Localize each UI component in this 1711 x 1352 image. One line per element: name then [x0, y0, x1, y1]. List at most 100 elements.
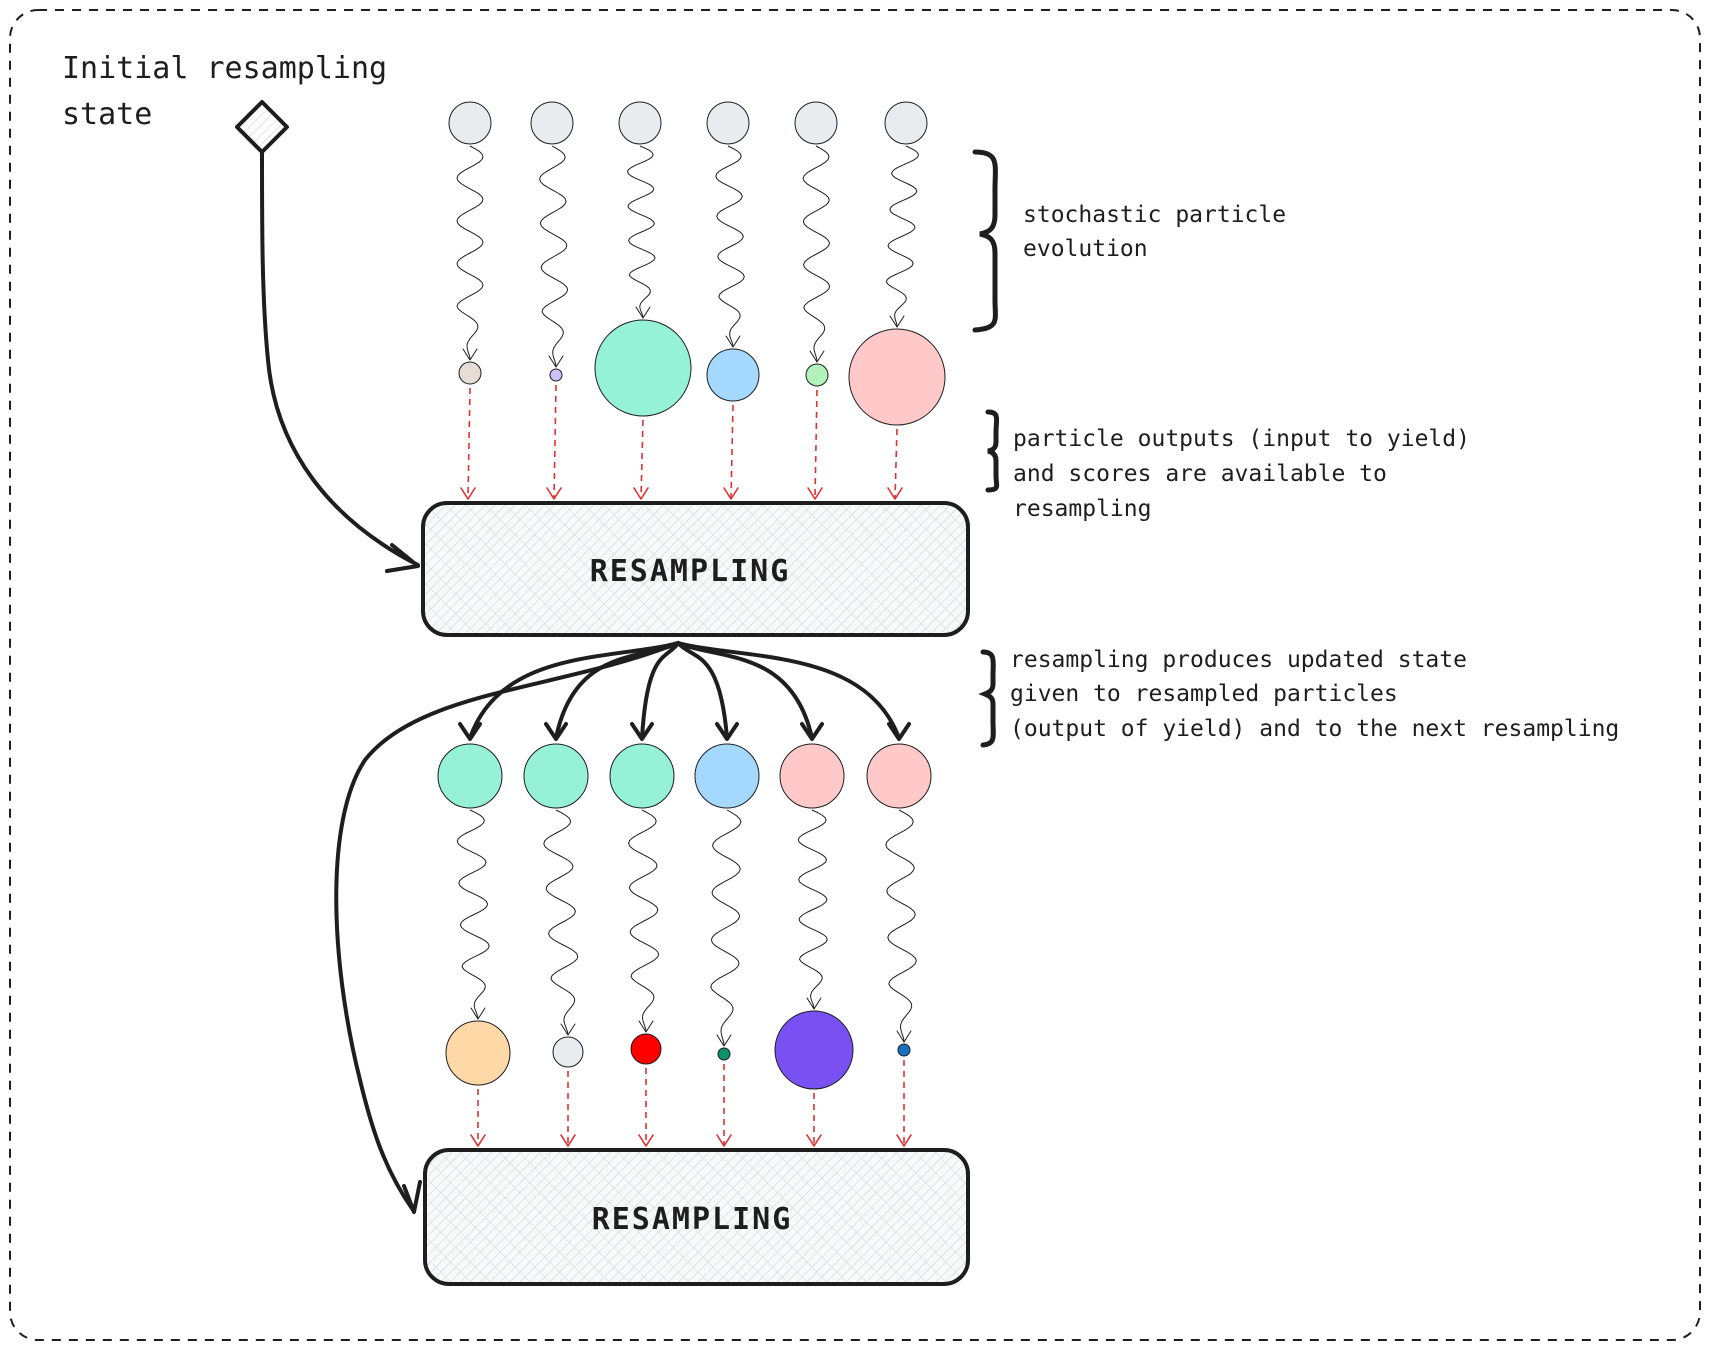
next-resampling-arrow	[334, 641, 680, 1214]
resampling-box-1: RESAMPLING	[421, 501, 970, 637]
annotation-produces: resampling produces updated state given …	[1010, 647, 1619, 742]
evolution-squiggle	[543, 809, 579, 1036]
evolution-arrowhead	[809, 350, 825, 363]
initial-particle	[448, 101, 492, 145]
evolution-squiggle	[456, 145, 484, 361]
score-arrowhead	[460, 487, 476, 500]
resampled-particle	[523, 743, 589, 809]
evolution-arrowhead	[896, 1030, 912, 1043]
resampling-box-2: RESAMPLING	[423, 1148, 970, 1286]
annotation-outputs: particle outputs (input to yield) and sc…	[1013, 426, 1484, 522]
brace-evolution	[972, 149, 998, 333]
evolution-arrowhead	[806, 997, 822, 1010]
stage1-output-particles	[458, 319, 946, 426]
score-arrowhead	[560, 1134, 576, 1147]
initial-particle	[530, 101, 574, 145]
resampled-particle	[437, 743, 503, 809]
stage2-evolution-arrows	[456, 809, 917, 1047]
evolution-squiggle	[710, 809, 742, 1047]
brace-outputs	[985, 409, 1000, 493]
output-particle	[552, 1036, 584, 1068]
score-arrowhead	[896, 1134, 912, 1147]
evolution-squiggle	[456, 809, 490, 1020]
resampled-particle	[694, 743, 760, 809]
initial-particle	[884, 101, 928, 145]
output-particle	[805, 363, 829, 387]
annotation-evolution: stochastic particle evolution	[1023, 202, 1300, 262]
score-arrowhead	[807, 487, 823, 500]
resampled-particle	[609, 743, 675, 809]
score-arrow	[730, 404, 734, 499]
output-particle	[458, 361, 482, 385]
evolution-squiggle	[626, 145, 656, 319]
evolution-arrowhead	[470, 1007, 486, 1020]
stage1-score-arrows	[460, 384, 903, 500]
evolution-squiggle	[885, 809, 917, 1043]
score-arrow	[640, 419, 644, 499]
score-arrowhead	[887, 487, 903, 500]
initial-state-diamond	[235, 100, 289, 154]
evolution-arrowhead	[889, 315, 905, 328]
initial-state-label: Initial resampling state	[62, 51, 405, 132]
evolution-arrowhead	[725, 335, 741, 348]
fanout-arrowhead	[458, 722, 482, 741]
fanout-arrowhead	[887, 722, 911, 741]
output-particle	[848, 328, 946, 426]
stage2-resampled-particles	[437, 743, 932, 809]
brace-produces	[978, 649, 996, 748]
output-particle	[706, 348, 760, 402]
outer-frame	[9, 9, 1701, 1341]
fanout-arrow	[676, 641, 901, 740]
resampling-box-1-title: RESAMPLING	[590, 554, 791, 589]
resampling-box-2-title: RESAMPLING	[592, 1202, 793, 1237]
fanout-arrowhead	[544, 722, 568, 741]
evolution-arrowhead	[548, 355, 564, 368]
score-arrowhead	[638, 1134, 654, 1147]
score-arrowhead	[546, 487, 562, 500]
evolution-arrowhead	[462, 348, 478, 361]
score-arrow	[814, 389, 818, 499]
output-particle	[445, 1020, 511, 1086]
score-arrowhead	[470, 1134, 486, 1147]
score-arrowhead	[806, 1134, 822, 1147]
fanout-arrowhead	[715, 722, 739, 741]
stage2-score-arrows	[470, 1060, 912, 1147]
output-particle	[897, 1043, 911, 1057]
initial-particle	[794, 101, 838, 145]
evolution-arrowhead	[635, 306, 651, 319]
stage1-evolution-arrows	[456, 145, 920, 368]
fanout-arrow	[640, 641, 680, 740]
fanout-arrow	[468, 641, 680, 740]
output-particle	[594, 319, 692, 417]
evolution-squiggle	[539, 145, 569, 368]
output-particle	[717, 1047, 731, 1061]
evolution-arrowhead	[716, 1034, 732, 1047]
fanout-arrowhead	[630, 722, 654, 741]
evolution-arrowhead	[638, 1020, 654, 1033]
initial-state-arrow	[260, 150, 420, 573]
evolution-squiggle	[715, 145, 745, 348]
fanout-arrowhead	[800, 722, 824, 741]
score-arrow	[467, 387, 471, 499]
fanout-arrow	[554, 641, 680, 740]
resampled-particle	[866, 743, 932, 809]
output-particle	[630, 1033, 662, 1065]
evolution-squiggle	[628, 809, 660, 1033]
score-arrow	[894, 428, 898, 499]
score-arrowhead	[723, 487, 739, 500]
output-particle	[774, 1010, 854, 1090]
score-arrow	[553, 384, 557, 499]
resampling-fanout-arrows	[458, 641, 911, 741]
evolution-squiggle	[885, 145, 920, 328]
stage1-initial-particles	[448, 101, 928, 145]
evolution-arrowhead	[560, 1023, 576, 1036]
resampled-particle	[779, 743, 845, 809]
fanout-arrow	[676, 641, 729, 740]
evolution-squiggle	[802, 145, 831, 363]
score-arrowhead	[716, 1134, 732, 1147]
output-particle	[549, 368, 563, 382]
initial-particle	[706, 101, 750, 145]
evolution-squiggle	[797, 809, 828, 1010]
score-arrowhead	[633, 487, 649, 500]
